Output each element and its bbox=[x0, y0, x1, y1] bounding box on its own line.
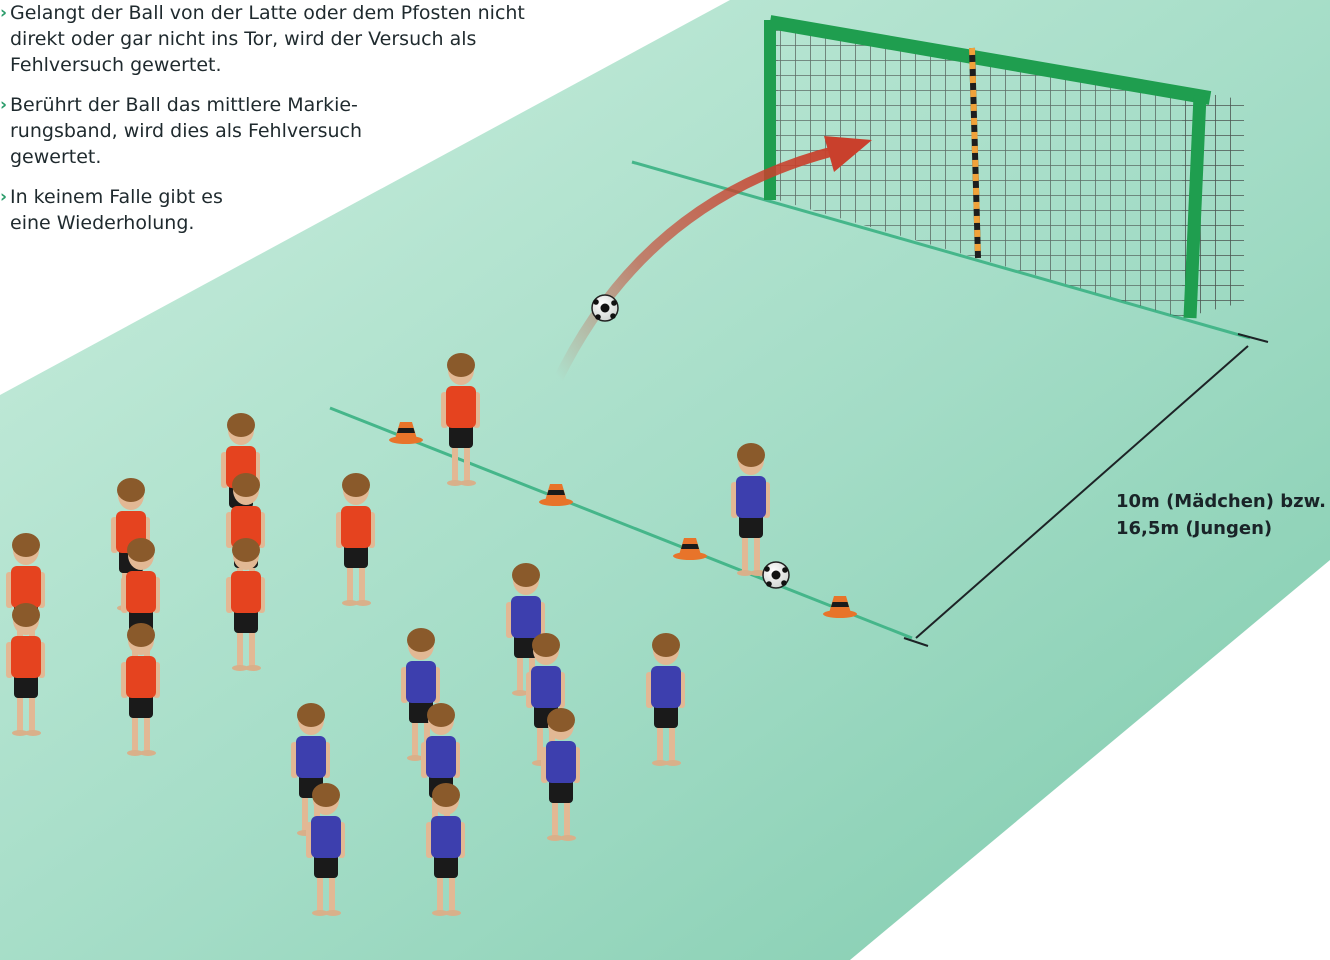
distance-label: 10m (Mädchen) bzw. 16,5m (Jungen) bbox=[1116, 488, 1326, 542]
soccer-ball-icon bbox=[592, 295, 618, 321]
rule-item: › In keinem Falle gibt es eine Wiederhol… bbox=[0, 184, 600, 236]
soccer-ball-icon bbox=[763, 562, 789, 588]
rules-list: › Gelangt der Ball von der Latte oder de… bbox=[0, 0, 600, 236]
rule-item: › Berührt der Ball das mittlere Markie- … bbox=[0, 92, 600, 170]
rule-item: › Gelangt der Ball von der Latte oder de… bbox=[0, 0, 600, 78]
rule-text: Berührt der Ball das mittlere Markie- ru… bbox=[10, 92, 600, 170]
chevron-right-icon: › bbox=[0, 92, 7, 118]
chevron-right-icon: › bbox=[0, 0, 7, 26]
chevron-right-icon: › bbox=[0, 184, 7, 210]
rule-text: Gelangt der Ball von der Latte oder dem … bbox=[10, 0, 600, 78]
rule-text: In keinem Falle gibt es eine Wiederholun… bbox=[10, 184, 600, 236]
